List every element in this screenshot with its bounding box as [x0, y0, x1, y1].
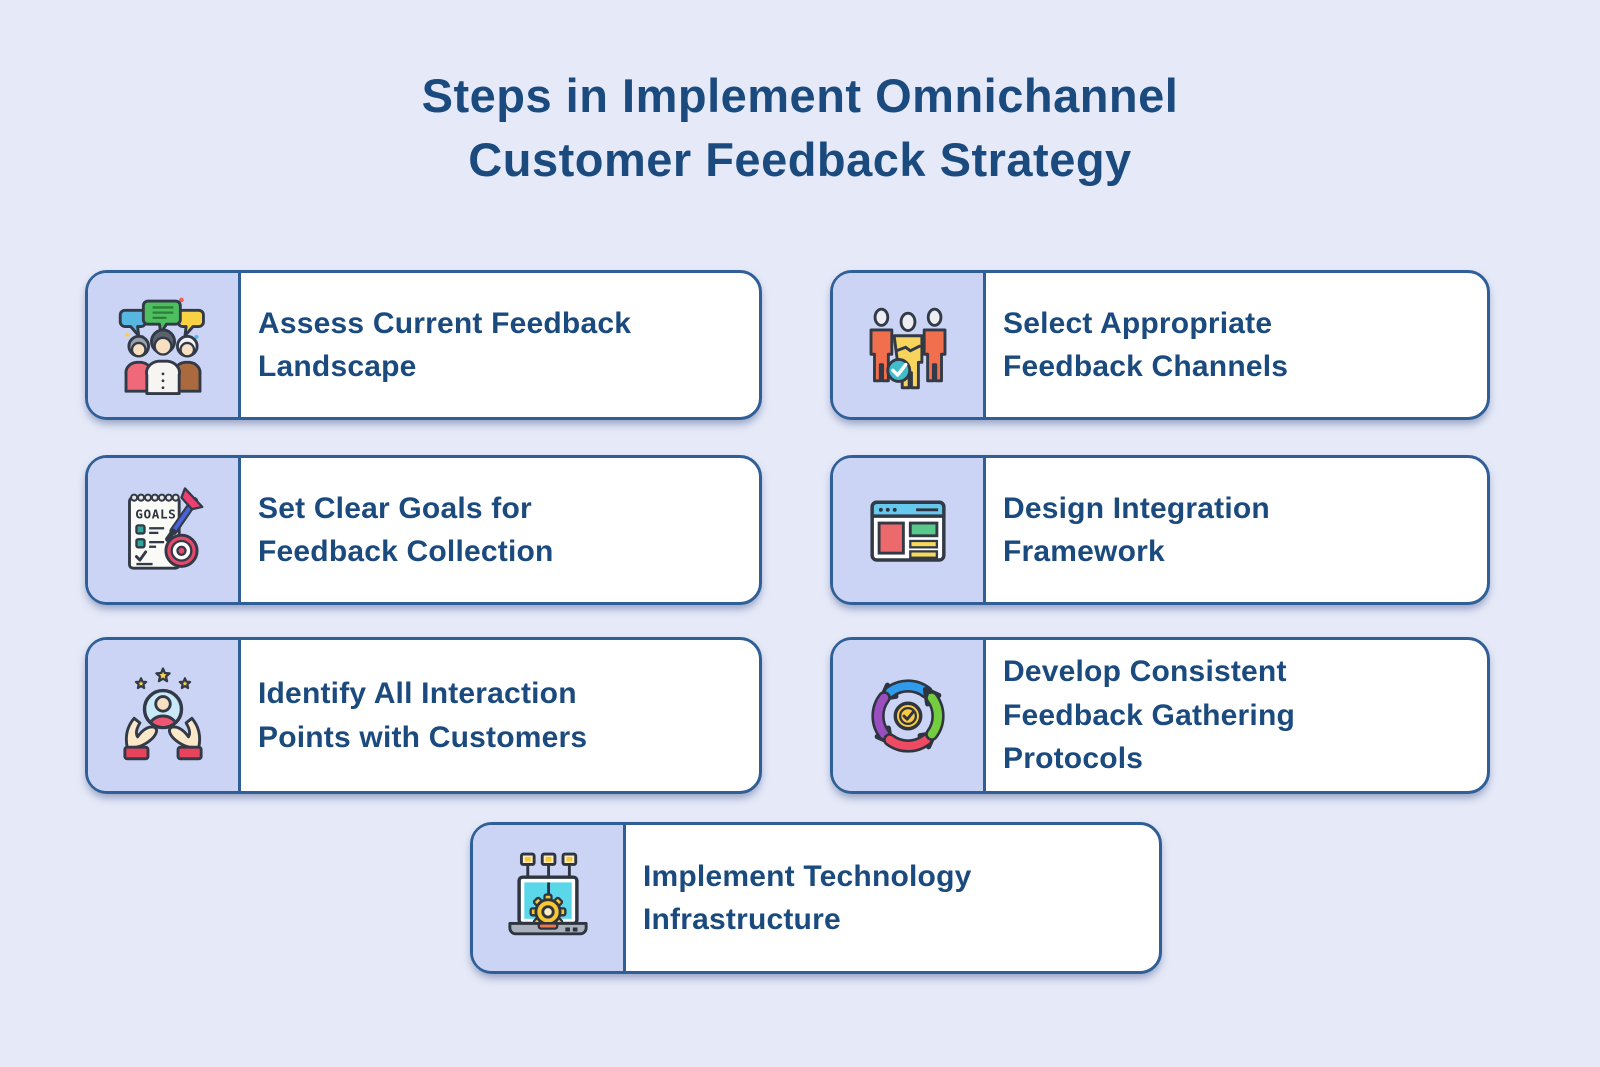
card-icon-panel: GOALS	[88, 458, 241, 602]
card-icon-panel	[833, 640, 986, 791]
step-card-assess-feedback: Assess Current Feedback Landscape	[85, 270, 762, 420]
card-label: Implement Technology Infrastructure	[643, 859, 972, 937]
page-title: Steps in Implement Omnichannel Customer …	[421, 69, 1179, 186]
browser-layout-icon	[870, 500, 946, 562]
card-label: Develop Consistent Feedback Gathering Pr…	[1003, 655, 1296, 776]
card-label: Set Clear Goals for Feedback Collection	[258, 491, 554, 569]
step-card-select-channels: Select Appropriate Feedback Channels	[830, 270, 1490, 420]
laptop-gear-icon	[508, 852, 588, 936]
svg-text:GOALS: GOALS	[135, 506, 176, 521]
step-card-design-framework: Design Integration Framework	[830, 455, 1490, 605]
card-icon-panel	[88, 640, 241, 791]
goals-notepad-icon: GOALS	[128, 487, 204, 570]
card-icon-panel	[833, 273, 986, 417]
cycle-arrows-icon	[871, 678, 945, 753]
step-card-develop-protocols: Develop Consistent Feedback Gathering Pr…	[830, 637, 1490, 794]
card-label: Identify All Interaction Points with Cus…	[258, 677, 588, 754]
card-label: Assess Current Feedback Landscape	[258, 306, 632, 384]
card-label: Design Integration Framework	[1003, 491, 1270, 569]
team-check-icon	[869, 307, 947, 390]
hands-customer-icon	[123, 666, 203, 760]
step-card-identify-points: Identify All Interaction Points with Cus…	[85, 637, 762, 794]
people-chat-icon	[118, 297, 205, 395]
card-icon-panel	[473, 825, 626, 971]
card-icon-panel	[88, 273, 241, 417]
card-icon-panel	[833, 458, 986, 602]
step-card-implement-technology: Implement Technology Infrastructure	[470, 822, 1162, 974]
card-label: Select Appropriate Feedback Channels	[1003, 306, 1289, 384]
step-card-set-goals: GOALS Set Clear Goals for Feedback Colle…	[85, 455, 762, 605]
